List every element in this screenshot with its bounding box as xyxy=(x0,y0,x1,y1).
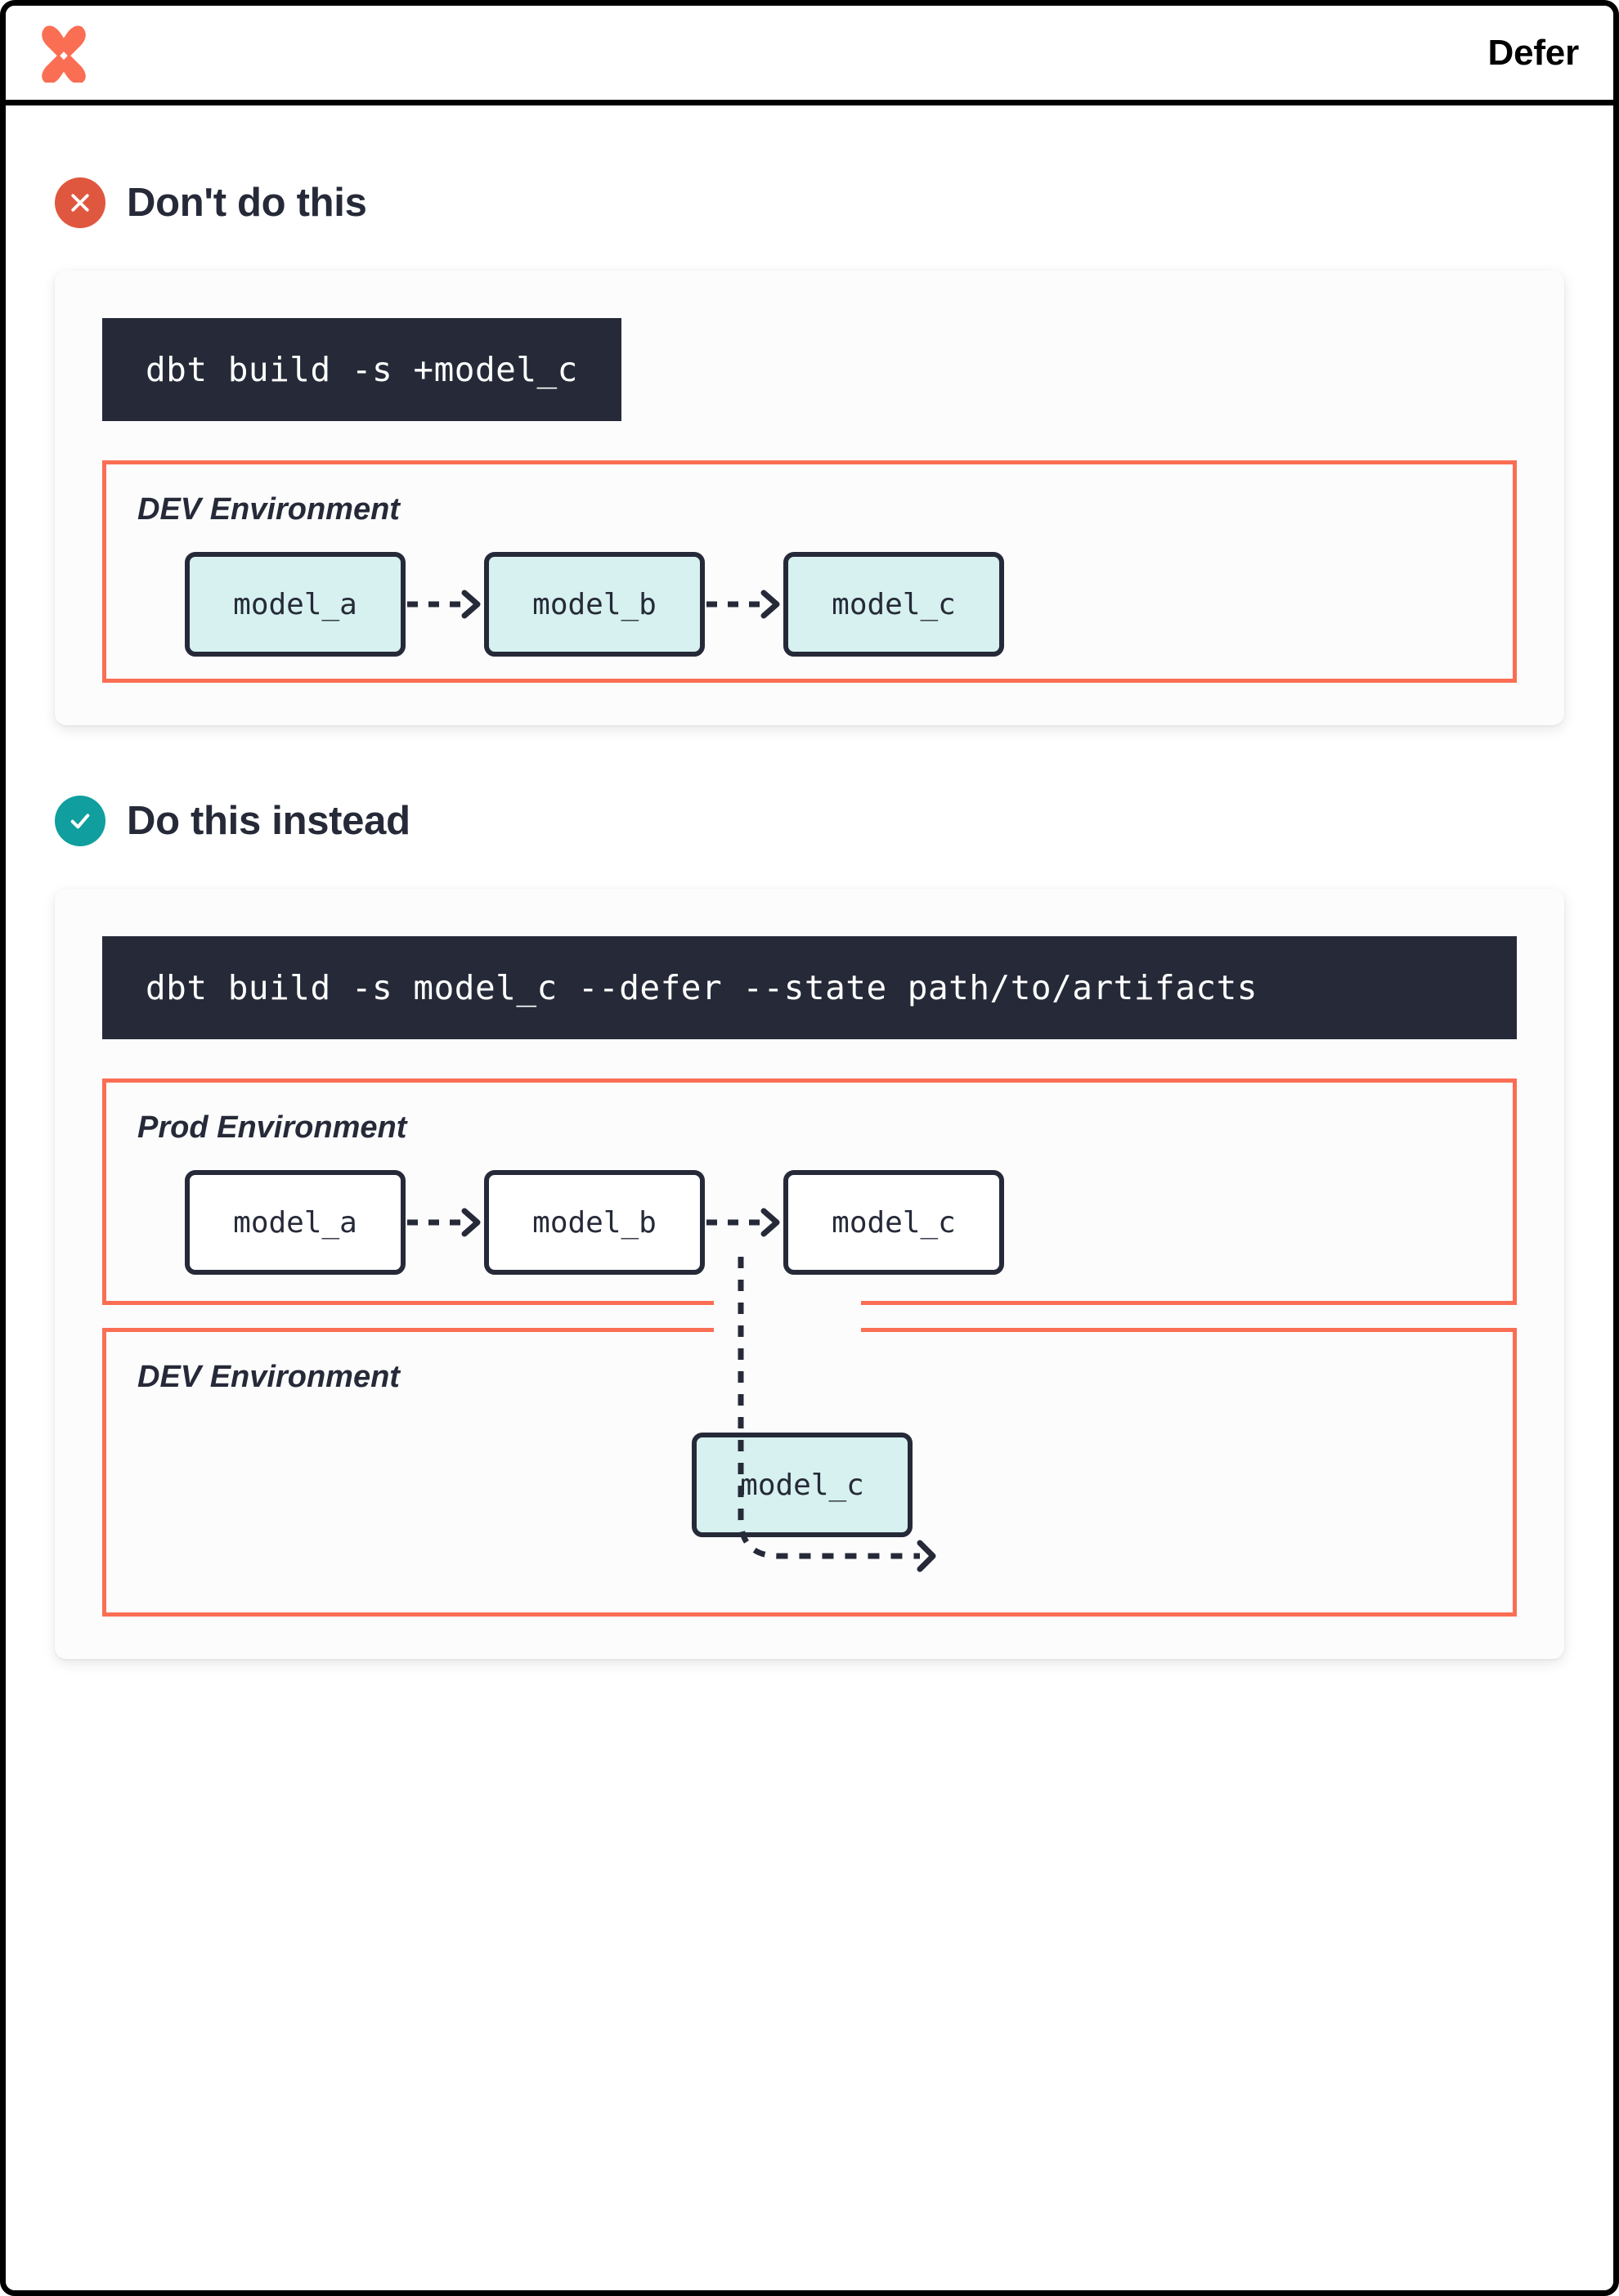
env-box-prod: Prod Environment model_a model_b xyxy=(102,1078,1517,1305)
command-code-do: dbt build -s model_c --defer --state pat… xyxy=(102,936,1517,1039)
env-box-dev-do: DEV Environment model_c xyxy=(102,1328,1517,1617)
x-circle-icon xyxy=(55,177,105,228)
page-header: Defer xyxy=(6,6,1613,105)
section-heading-dont: Don't do this xyxy=(55,177,1564,228)
model-row-prod: model_a model_b model_c xyxy=(137,1170,1482,1275)
section-heading-do: Do this instead xyxy=(55,796,1564,846)
command-code-dont: dbt build -s +model_c xyxy=(102,318,621,421)
model-label: model_c xyxy=(832,1205,956,1240)
model-node[interactable]: model_b xyxy=(484,552,705,657)
page-content: Don't do this dbt build -s +model_c DEV … xyxy=(6,105,1613,2290)
model-node[interactable]: model_a xyxy=(185,552,406,657)
arrow-right-icon xyxy=(407,590,481,619)
arrow-right-icon xyxy=(706,1208,780,1237)
section-title-do: Do this instead xyxy=(127,799,410,843)
arrow-right-icon xyxy=(706,590,780,619)
env-label: DEV Environment xyxy=(137,492,400,527)
env-box-prod-bottom-border xyxy=(102,1301,1517,1305)
card-do: dbt build -s model_c --defer --state pat… xyxy=(55,889,1564,1659)
env-box-dev-dont: DEV Environment model_a model_b xyxy=(102,460,1517,683)
model-label: model_a xyxy=(233,1205,357,1240)
arrow-right-icon xyxy=(407,1208,481,1237)
dbt-logo-icon xyxy=(42,25,86,83)
model-label: model_b xyxy=(532,587,657,621)
model-row-dev-dont: model_a model_b model_c xyxy=(137,552,1482,657)
model-row-dev-do: model_c xyxy=(137,1433,1482,1537)
model-label: model_b xyxy=(532,1205,657,1240)
check-circle-icon xyxy=(55,796,105,846)
model-node[interactable]: model_c xyxy=(783,1170,1004,1275)
model-label: model_c xyxy=(740,1468,864,1502)
model-node[interactable]: model_c xyxy=(692,1433,913,1537)
env-box-dev-top-border xyxy=(102,1328,1517,1332)
card-dont: dbt build -s +model_c DEV Environment mo… xyxy=(55,271,1564,725)
section-title-dont: Don't do this xyxy=(127,181,367,225)
page-title: Defer xyxy=(1487,32,1580,73)
model-node[interactable]: model_b xyxy=(484,1170,705,1275)
model-node[interactable]: model_c xyxy=(783,552,1004,657)
x-icon xyxy=(71,194,89,212)
model-label: model_a xyxy=(233,587,357,621)
model-node[interactable]: model_a xyxy=(185,1170,406,1275)
check-icon xyxy=(70,814,90,829)
env-label: DEV Environment xyxy=(137,1360,400,1394)
model-label: model_c xyxy=(832,587,956,621)
env-label: Prod Environment xyxy=(137,1110,407,1145)
